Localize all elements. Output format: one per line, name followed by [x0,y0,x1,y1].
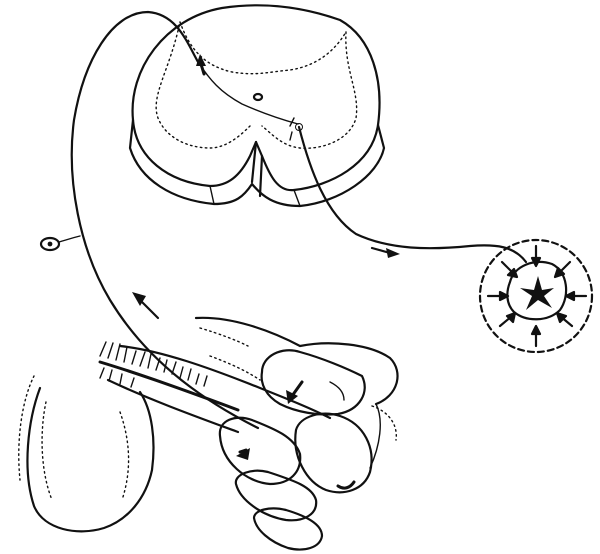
efferent-fiber [299,127,526,262]
tip-outline [295,414,371,493]
ganglion-stalk [59,236,80,242]
spinal-cord-outline [133,5,380,190]
thumb-outline [262,350,365,414]
palm-dotted-line [372,406,396,440]
efferent-nerve-line [299,127,526,262]
finger-lower-outline [220,418,300,484]
body-and-hand-region [19,318,398,550]
finger-press-arrow-shaft [240,450,246,452]
thumb-nail-line [330,382,344,400]
afferent-fiber [41,12,258,428]
interneuron-path [198,62,298,124]
ganglion-nucleus [48,242,53,247]
shaft-dotted-detail [200,328,260,380]
afferent-arrow-shaft [140,300,158,318]
shaft-upper-contour [120,346,330,418]
tip-meatus [338,482,354,488]
lower-left-organ-outline [27,388,153,531]
spinal-cord-cross-section [130,5,384,206]
effector-target [480,240,592,352]
spinal-cord-lower-edge [130,120,384,206]
thumb-press-arrow-shaft [292,382,302,396]
central-canal [254,94,262,100]
effector-star-icon [520,276,554,310]
lower-left-organ-inner-dots [42,402,129,500]
